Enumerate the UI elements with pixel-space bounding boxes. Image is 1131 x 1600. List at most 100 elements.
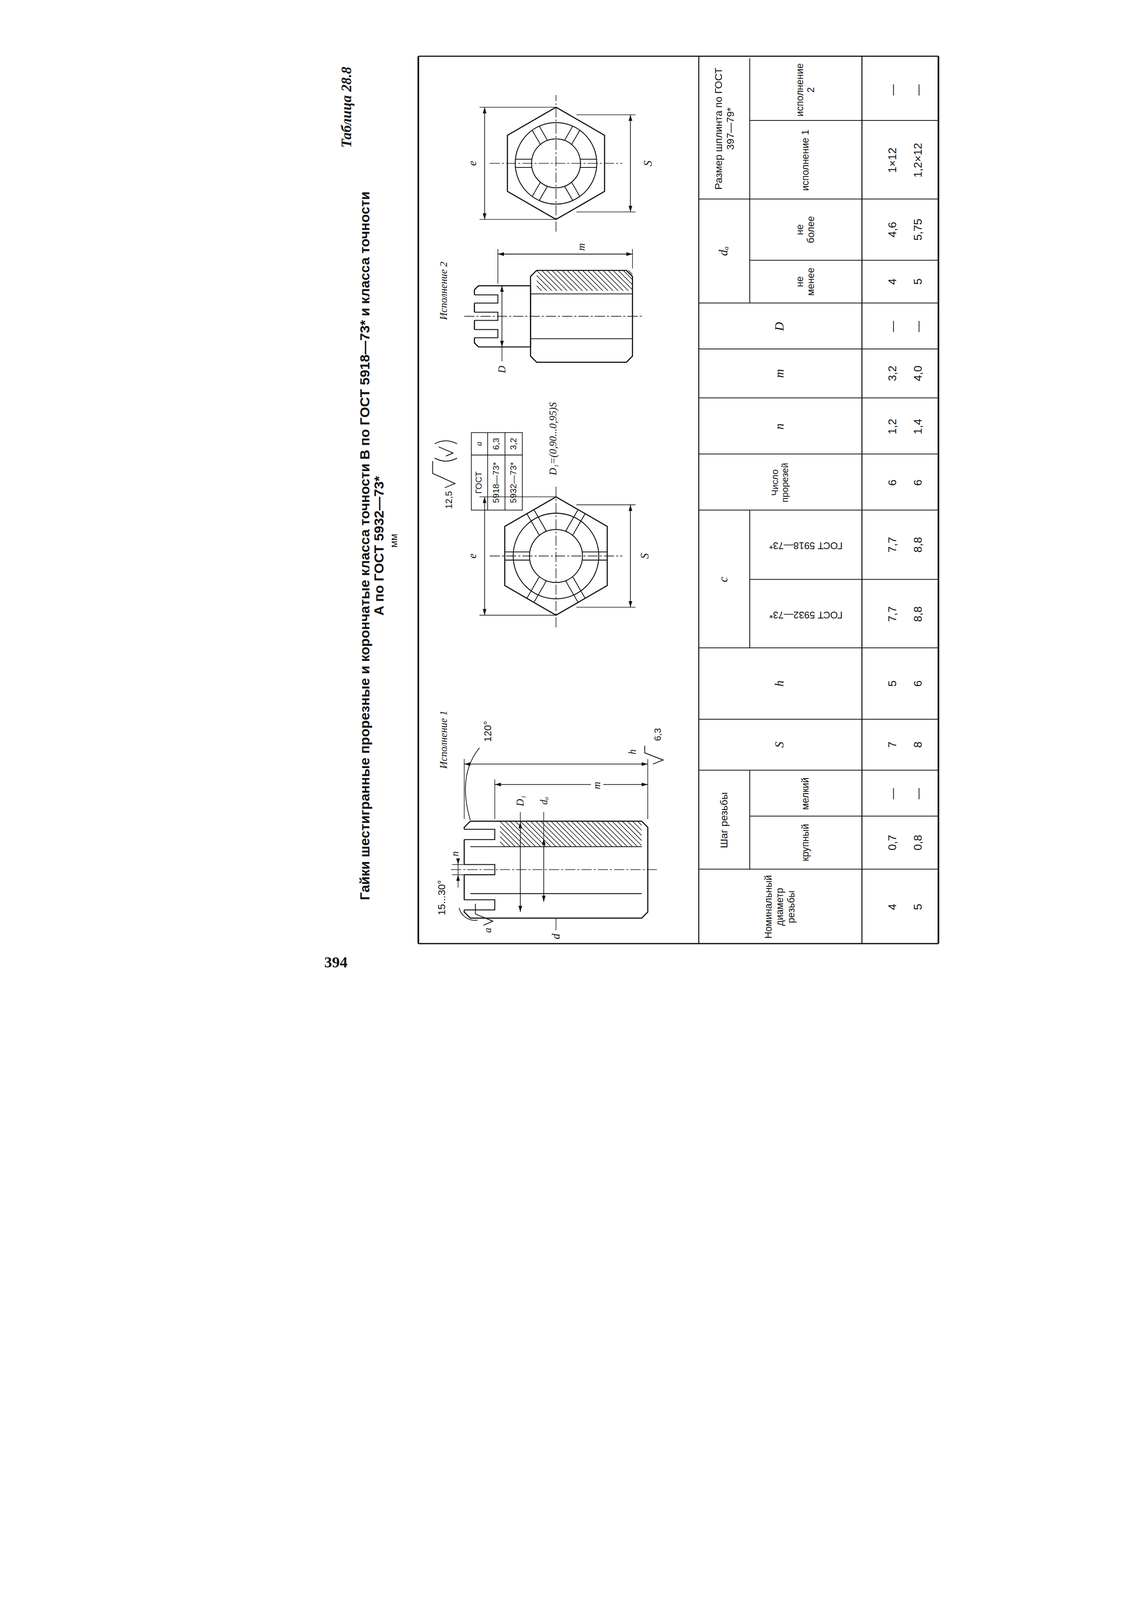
- arrowhead: [541, 838, 546, 845]
- column-header: исполнение 2: [794, 60, 818, 120]
- hex-edge: [470, 892, 642, 894]
- table-rule: [487, 432, 489, 510]
- extension-line: [494, 779, 495, 820]
- slot-line: [580, 158, 597, 160]
- column-header: c: [717, 576, 732, 583]
- arrowhead: [628, 504, 633, 511]
- slot-line: [504, 551, 530, 553]
- hatch-line: [499, 820, 642, 847]
- table-cell: —: [886, 321, 899, 333]
- dimension-line: [501, 285, 503, 347]
- arrowhead: [498, 252, 504, 256]
- table-cell: 3,2: [886, 365, 899, 382]
- table-cell: 4: [886, 278, 899, 286]
- hatch-line: [499, 820, 642, 847]
- arrowhead: [628, 114, 633, 121]
- table-cell: 6: [911, 680, 925, 687]
- view-caption: Исполнение 2: [437, 261, 450, 321]
- table-rule: [471, 454, 523, 456]
- table-cell: 0,8: [911, 834, 925, 851]
- column-header: Размер шплинта по ГОСТ 397—79*: [712, 62, 736, 196]
- extension-line: [576, 607, 636, 608]
- table-rule: [698, 198, 939, 200]
- table-rule: [749, 58, 751, 200]
- table-cell: —: [886, 84, 899, 96]
- dimension-label: D: [496, 364, 509, 374]
- hatch-line: [536, 270, 633, 290]
- hatch-line: [536, 270, 633, 285]
- column-header: исполнение 1: [800, 123, 812, 198]
- roughness-value: 6,3: [652, 726, 664, 742]
- center-line: [489, 555, 623, 556]
- extension-line: [576, 504, 636, 505]
- column-header: не более: [794, 211, 818, 249]
- column-header: h: [773, 680, 788, 687]
- table-title: Гайки шестигранные прорезные и корончаты…: [357, 188, 387, 903]
- dimension-line: [464, 763, 649, 765]
- hatch-line: [499, 820, 642, 847]
- hatch-line: [536, 270, 633, 280]
- table-cell: 7: [886, 741, 899, 748]
- hatch-line: [499, 820, 642, 847]
- center-line: [451, 869, 659, 870]
- slot-line: [564, 125, 573, 141]
- table-cell: a: [474, 441, 485, 447]
- table-rule: [698, 302, 939, 304]
- table-rule: [698, 509, 939, 511]
- hatch-line: [499, 820, 642, 846]
- slot-gap: [461, 829, 495, 840]
- leader-line: [519, 811, 521, 822]
- table-rules: [418, 56, 939, 944]
- page-number: 394: [324, 953, 348, 971]
- dimension-line: [630, 504, 632, 608]
- arrowhead: [641, 782, 648, 787]
- slot-line: [515, 158, 532, 160]
- arrowhead: [641, 762, 648, 766]
- column-header: крупный: [800, 823, 812, 862]
- dimension-label: e: [466, 159, 479, 167]
- slot-line: [504, 559, 530, 561]
- hex-edge: [530, 338, 633, 340]
- table-cell: 5,75: [911, 218, 925, 241]
- slot-outline: [464, 829, 495, 840]
- hatch-line: [499, 820, 642, 847]
- slot-line: [532, 129, 541, 145]
- slot-outline: [464, 899, 495, 910]
- table-cell: 3,2: [509, 437, 520, 450]
- dimension-label: m: [591, 780, 603, 791]
- hatch-line: [499, 820, 642, 847]
- units-note: мм: [388, 533, 400, 548]
- table-cell: 4: [886, 903, 899, 910]
- dimension-line: [543, 838, 545, 902]
- dimension-label: d: [549, 932, 563, 941]
- hatch-line: [536, 270, 633, 275]
- extension-line: [647, 758, 649, 820]
- table-rule: [861, 56, 863, 944]
- slot-line: [571, 182, 581, 197]
- dimension-line: [494, 783, 648, 785]
- table-cell: 0,7: [886, 834, 899, 851]
- angle-dimension: 15...30°: [435, 878, 448, 917]
- formula-note: D₁=(0,90...0,95)S: [547, 401, 560, 477]
- column-header: m: [773, 368, 788, 378]
- hatch-line: [499, 820, 642, 847]
- arrowhead: [628, 601, 633, 608]
- drawing-and-rules: [326, 41, 949, 949]
- table-cell: ГОСТ: [474, 471, 485, 494]
- slot-line: [572, 576, 586, 598]
- slot-gap: [472, 295, 499, 304]
- table-rule: [749, 198, 751, 303]
- table-cell: —: [911, 84, 925, 96]
- arrowhead: [500, 340, 504, 347]
- table-cell: 5: [911, 278, 925, 286]
- hatch-line: [499, 820, 642, 847]
- table-cell: 1,4: [911, 418, 925, 435]
- table-cell: 8,8: [911, 536, 925, 553]
- hatch-line: [499, 820, 642, 847]
- table-rule: [749, 259, 939, 261]
- table-rule: [417, 56, 420, 944]
- slot-outline: [474, 295, 498, 304]
- slot-line: [515, 166, 532, 168]
- roughness-sign: [434, 440, 457, 462]
- column-header: n: [773, 423, 788, 430]
